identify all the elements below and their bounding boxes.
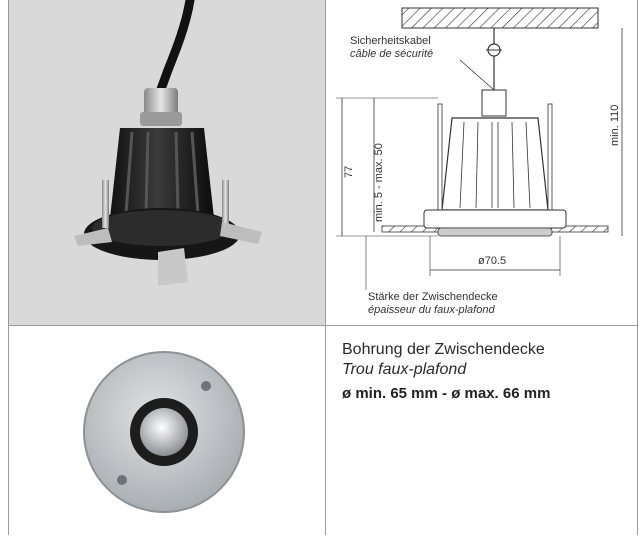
mounting-tab-left xyxy=(74,228,112,246)
driver-housing xyxy=(110,128,214,218)
mounting-tab-front xyxy=(158,248,188,286)
gland-nut xyxy=(140,112,182,126)
faceplate-image xyxy=(83,351,245,513)
ceiling-slab xyxy=(401,7,599,29)
cutout-size: ø min. 65 mm - ø max. 66 mm xyxy=(342,385,551,402)
dim-depth-label: 77 xyxy=(343,166,355,178)
cable-gland xyxy=(144,88,178,118)
luminaire-housing-photo xyxy=(74,0,262,286)
technical-drawing: Sicherheitskabel câble de sécurité xyxy=(326,0,639,325)
led-lens xyxy=(140,408,188,456)
grid-line-center xyxy=(325,0,326,535)
dim-diameter-label: ø70.5 xyxy=(478,255,506,267)
grid-line-left xyxy=(8,0,9,535)
cable-label-fr: câble de sécurité xyxy=(350,48,433,60)
spring-clip-right xyxy=(222,180,229,228)
cutout-label-de: Bohrung der Zwischendecke xyxy=(342,341,545,358)
cable-label-de: Sicherheitskabel xyxy=(350,35,431,47)
spring-clip-left xyxy=(102,180,109,228)
grid-line-right xyxy=(637,0,638,535)
cutout-text: Bohrung der Zwischendecke Trou faux-plaf… xyxy=(342,340,550,404)
gland-outline xyxy=(481,89,507,117)
faceplate-photo xyxy=(8,326,325,535)
thickness-label-fr: épaisseur du faux-plafond xyxy=(368,304,495,316)
spring-outline-right xyxy=(547,103,553,217)
dimension-drawing: Sicherheitskabel câble de sécurité xyxy=(336,7,623,316)
grid-line-middle xyxy=(8,325,638,326)
screw-top-icon xyxy=(201,381,211,391)
flange-outline xyxy=(423,209,567,229)
cutout-label-fr: Trou faux-plafond xyxy=(342,361,467,378)
power-cable xyxy=(155,0,195,97)
housing-outline xyxy=(441,117,549,211)
screw-bottom-icon xyxy=(117,475,127,485)
product-photo xyxy=(8,0,325,325)
spring-outline-left xyxy=(437,103,443,217)
dim-min-height-label: min. 110 xyxy=(609,105,621,146)
thickness-label-de: Stärke der Zwischendecke xyxy=(368,291,498,303)
dim-ceiling-range-label: min. 5 - max. 50 xyxy=(373,143,385,222)
faceplate-outline xyxy=(437,227,553,237)
cutout-info: Bohrung der Zwischendecke Trou faux-plaf… xyxy=(326,326,639,535)
mounting-tab-right xyxy=(220,222,262,244)
